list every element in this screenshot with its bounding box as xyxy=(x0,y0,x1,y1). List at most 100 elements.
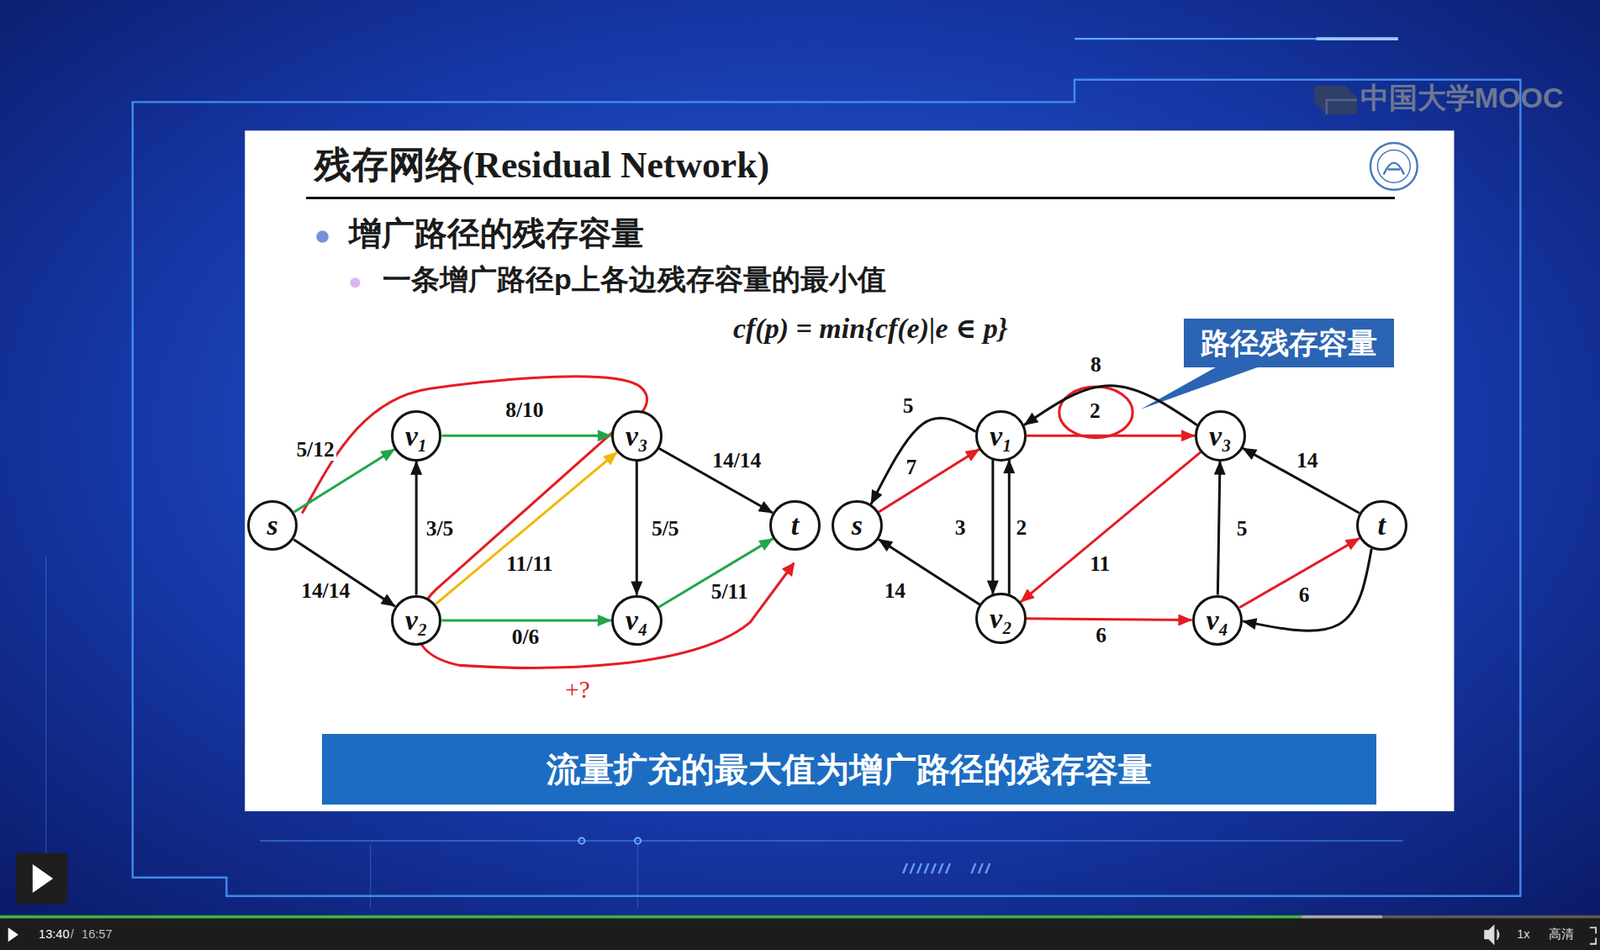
residual-edge xyxy=(1008,459,1011,595)
flow-edge xyxy=(435,452,618,605)
fullscreen-icon xyxy=(1589,927,1596,944)
time-current: 13:40 xyxy=(38,927,69,942)
bullet-dot xyxy=(349,277,360,288)
graph-vertex: t xyxy=(769,500,821,552)
residual-edge xyxy=(878,448,980,513)
edge-label: 8 xyxy=(1088,353,1104,375)
flow-edge xyxy=(659,448,773,513)
frame-line xyxy=(1316,36,1399,41)
school-logo xyxy=(1370,142,1418,191)
residual-edge xyxy=(1242,549,1372,631)
graph-vertex: v₃ xyxy=(1194,410,1247,462)
volume-icon xyxy=(1484,925,1500,945)
banner-text: 路径残存容量 xyxy=(1200,326,1378,360)
graph-vertex: s xyxy=(831,500,883,552)
watermark-icon xyxy=(1314,85,1358,115)
vertex-name: v₄ xyxy=(1205,603,1229,637)
graph-vertex: v₃ xyxy=(611,410,663,462)
player-bar xyxy=(0,915,1600,950)
logo-ring xyxy=(1377,149,1410,183)
vertex-name: s xyxy=(851,508,863,542)
vertex-name: v₃ xyxy=(625,419,649,453)
edge-label: 5 xyxy=(901,395,916,417)
formula: cf(p) = min{cf(e)|e ∈ p} xyxy=(733,311,1009,345)
slide-title: 残存网络(Residual Network) xyxy=(314,143,770,186)
flow-edge xyxy=(441,618,611,622)
speed-button: 1x xyxy=(1516,927,1530,942)
residual-edge xyxy=(1242,448,1360,513)
frame-dot xyxy=(578,837,585,844)
play-icon xyxy=(32,864,53,893)
slash-decoration xyxy=(902,863,990,874)
edge-label: 6 xyxy=(1297,584,1312,606)
flow-edge xyxy=(293,539,395,607)
big-play-button xyxy=(15,853,68,905)
bullet-text: 增广路径的残存容量 xyxy=(348,215,645,254)
flow-edge xyxy=(658,538,773,608)
residual-edge xyxy=(1239,538,1360,608)
vertex-name: v₁ xyxy=(405,419,428,453)
frame-line xyxy=(259,839,1403,842)
time-total: 16:57 xyxy=(81,927,112,942)
progress-rest xyxy=(1382,915,1600,919)
edge-label: 14 xyxy=(1294,449,1320,471)
edge-label: 2 xyxy=(1013,517,1029,539)
residual-edge xyxy=(1026,434,1195,438)
vertex-name: v₃ xyxy=(1209,419,1232,453)
edge-label: 5 xyxy=(1235,517,1250,539)
edge-label: 7 xyxy=(903,456,919,478)
callout-pointer xyxy=(1140,365,1264,410)
residual-edge xyxy=(1020,452,1201,602)
graph-vertex: v₄ xyxy=(1192,595,1244,647)
edge-label: 8/10 xyxy=(503,399,545,421)
watermark-shape xyxy=(1314,85,1358,115)
edge-label: 14/14 xyxy=(299,580,352,602)
graph-vertex: v₁ xyxy=(975,410,1027,462)
vertex-name: v₂ xyxy=(405,603,428,637)
frame-line xyxy=(132,79,1521,897)
progress-played xyxy=(0,915,1301,919)
flow-edge xyxy=(635,461,639,596)
quality-button: 高清 xyxy=(1548,927,1574,942)
flow-edge xyxy=(415,461,418,596)
watermark: 中国大学MOOC xyxy=(1360,81,1564,115)
edge-label: 6 xyxy=(1093,624,1109,646)
edge-label: 14/14 xyxy=(710,449,763,471)
question-mark-note: +? xyxy=(565,675,590,704)
vertex-name: t xyxy=(791,508,799,542)
augmenting-path-highlight xyxy=(301,376,794,668)
residual-edge xyxy=(1217,461,1220,596)
graph-vertex: v₄ xyxy=(611,595,663,647)
graph-vertex: s xyxy=(247,500,299,552)
residual-edge xyxy=(1026,618,1193,621)
edge-label: 5/5 xyxy=(649,517,682,539)
bullet-text: 一条增广路径p上各边残存容量的最小值 xyxy=(382,263,887,296)
edge-group xyxy=(293,385,1372,631)
graph-vertex: t xyxy=(1356,500,1408,552)
callout-box: 路径残存容量 xyxy=(1183,318,1395,368)
edge-label: 11 xyxy=(1087,553,1112,575)
residual-edge xyxy=(878,538,980,605)
title-rule xyxy=(306,196,1395,200)
progress-buffered xyxy=(1300,915,1383,919)
time-separator: / xyxy=(70,927,74,942)
edge-label: 11/11 xyxy=(504,553,555,575)
vertex-name: v₄ xyxy=(625,603,649,637)
graph-vertex: v₂ xyxy=(390,595,443,647)
residual-edge xyxy=(991,459,994,595)
edge-label: 3/5 xyxy=(424,517,456,539)
banner-text: 流量扩充的最大值为增广路径的残存容量 xyxy=(546,749,1152,789)
frame-line xyxy=(1074,37,1399,40)
graph-vertex: v₁ xyxy=(390,410,443,462)
edge-label: 5/12 xyxy=(294,438,336,460)
summary-banner: 流量扩充的最大值为增广路径的残存容量 xyxy=(322,733,1377,805)
flow-edge xyxy=(441,434,611,438)
edge-label: 5/11 xyxy=(709,580,750,602)
vertex-name: v₁ xyxy=(989,419,1013,453)
residual-edge xyxy=(1024,385,1198,426)
play-icon xyxy=(8,927,19,942)
edge-label: 3 xyxy=(953,517,968,539)
edge-label: 2 xyxy=(1087,400,1103,422)
